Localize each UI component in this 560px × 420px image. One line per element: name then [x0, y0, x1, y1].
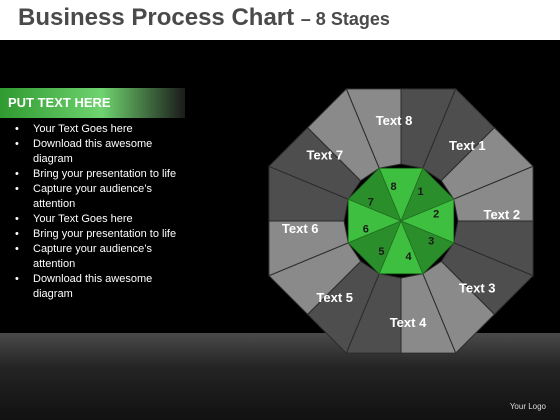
title-bar: Business Process Chart – 8 Stages	[0, 0, 560, 40]
stage-number: 5	[378, 246, 384, 258]
stage-number: 7	[368, 196, 374, 208]
stage-label: Text 5	[316, 290, 353, 305]
stage-label: Text 4	[390, 315, 427, 330]
banner-label: PUT TEXT HERE	[8, 95, 111, 110]
stage-label: Text 6	[282, 221, 319, 236]
bullet-item: Your Text Goes here	[13, 212, 183, 227]
text-banner: PUT TEXT HERE	[0, 88, 185, 118]
stage-label: Text 2	[483, 207, 520, 222]
stage-label: Text 7	[306, 148, 343, 163]
bullet-item: Bring your presentation to life	[13, 167, 183, 182]
stage-number: 6	[363, 224, 369, 236]
octagon-process-diagram: Text 1 Text 2 Text 3 Text 4 Text 5 Text 6 Text…	[268, 88, 534, 354]
bullet-list: Your Text Goes here Download this awesom…	[13, 122, 183, 302]
bullet-item: Bring your presentation to life	[13, 227, 183, 242]
floor-gradient	[0, 333, 560, 420]
title-subtitle: – 8 Stages	[300, 9, 390, 29]
logo-placeholder: Your Logo	[509, 402, 546, 411]
stage-number: 2	[433, 209, 439, 221]
bullet-item: Capture your audience’s attention	[13, 182, 183, 212]
bullet-item: Download this awesome diagram	[13, 272, 183, 302]
stage-number: 8	[390, 181, 396, 193]
stage-label: Text 8	[376, 113, 413, 128]
page-title: Business Process Chart – 8 Stages	[18, 4, 390, 32]
bullet-item: Your Text Goes here	[13, 122, 183, 137]
stage-number: 3	[428, 236, 434, 248]
stage-number: 4	[405, 251, 412, 263]
title-main: Business Process Chart	[18, 4, 295, 31]
stage-label: Text 1	[449, 138, 486, 153]
inner-wedge	[347, 167, 402, 222]
stage-label: Text 3	[459, 280, 496, 295]
stage-number: 1	[418, 186, 424, 198]
bullet-item: Capture your audience’s attention	[13, 242, 183, 272]
bullet-item: Download this awesome diagram	[13, 137, 183, 167]
